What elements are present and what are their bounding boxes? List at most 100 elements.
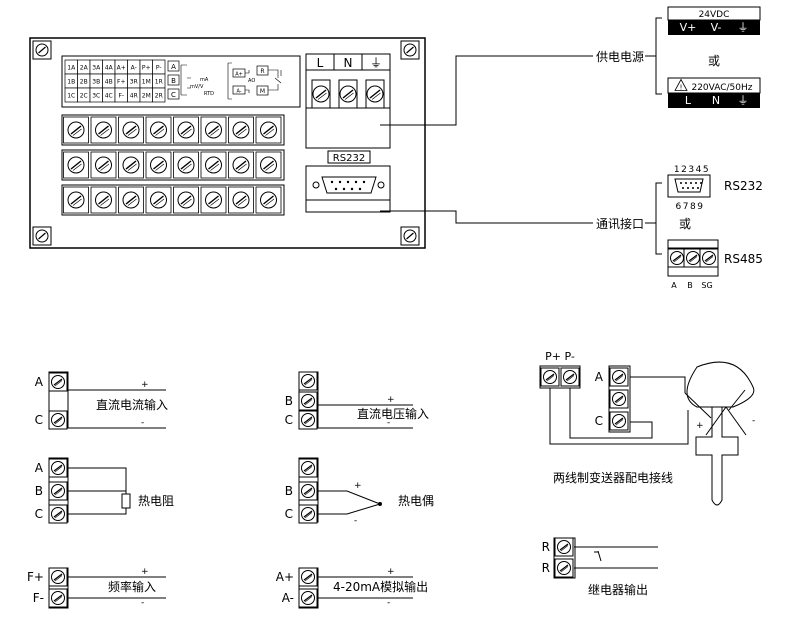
relay-label: R (260, 68, 264, 75)
grid-cell-label: 2C (80, 93, 88, 100)
screw-terminal-icon (67, 191, 85, 209)
dc-current-input-wiring: A C + - 直流电流输入 (35, 371, 168, 430)
grid-cell-label: P+ (142, 65, 151, 72)
polarity-plus: + (141, 567, 149, 577)
terminal-label: B (35, 484, 43, 498)
screw-terminal-icon (609, 389, 629, 409)
mount-screw-icon (32, 226, 52, 246)
polarity-minus: - (752, 416, 755, 426)
db9-pin-numbers: 6789 (676, 202, 705, 212)
screw-terminal-icon (177, 121, 195, 139)
analog-output-wiring: A+ A- + - 4-20mA模拟输出 (276, 567, 428, 609)
screw-terminal-icon (177, 191, 195, 209)
junction-icon (378, 502, 382, 506)
terminal-label: C (35, 413, 43, 427)
grid-cell-label: F- (118, 93, 124, 100)
mount-screw-icon (400, 226, 420, 246)
relay-label: M (260, 88, 265, 95)
screw-terminal-icon (609, 411, 629, 431)
polarity-minus: - (387, 598, 390, 608)
screw-terminal-icon (609, 367, 629, 387)
output-label: A- (236, 89, 241, 95)
screw-terminal-icon (177, 156, 195, 174)
rs232-port: RS232 (305, 150, 391, 213)
wiring-label: 频率输入 (108, 579, 156, 594)
terminal-label: F+ (27, 570, 44, 584)
screw-terminal-icon (232, 121, 250, 139)
comms-callout: 通讯接口 12345 6789 RS232 或 RS485 A B SG (596, 165, 763, 290)
rs485-terminal-label: SG (701, 281, 712, 290)
power-connector: L N ⏚ (305, 53, 391, 149)
screw-terminal-icon (699, 248, 719, 268)
grid-cell-label: F+ (117, 79, 125, 86)
comms-callout-label: 通讯接口 (596, 216, 644, 231)
screw-terminal-icon (554, 558, 574, 578)
wiring-label: 热电阻 (138, 494, 174, 508)
grid-cell-label: 4B (105, 79, 113, 86)
screw-terminal-icon (48, 504, 68, 524)
polarity-plus: + (387, 395, 395, 405)
input-type-box (167, 74, 180, 86)
polarity-plus: + (354, 481, 362, 491)
polarity-minus: - (141, 418, 144, 428)
screw-terminal-icon (48, 481, 68, 501)
wiring-label: 继电器输出 (588, 582, 648, 597)
screw-terminal-icon (48, 588, 68, 608)
screw-terminal-icon (48, 458, 68, 478)
input-type-box (167, 60, 180, 72)
grid-cell-label: 3C (92, 93, 100, 100)
screw-terminal-icon (298, 567, 318, 587)
dc-terminal-label: V+ (680, 21, 697, 34)
polarity-minus: - (387, 418, 390, 428)
rs485-terminal-label: A (671, 281, 677, 290)
screw-terminal-icon (67, 156, 85, 174)
power-terminal-label: N (344, 56, 353, 70)
screw-terminal-icon (339, 85, 357, 103)
screw-terminal-icon (554, 537, 574, 557)
ac-title: 220VAC/50Hz (691, 83, 752, 93)
input-type-labels: ABC (167, 60, 180, 100)
grid-cell-label: 3B (92, 79, 100, 86)
screw-terminal-icon (122, 156, 140, 174)
rs485-terminal-label: B (687, 281, 693, 290)
two-wire-transmitter-wiring: P+ P- A C + - 两线制变送器配电接线 (539, 350, 755, 506)
terminal-label: A- (282, 591, 294, 605)
callout-lines (380, 17, 662, 255)
polarity-minus: - (141, 598, 144, 608)
wiring-label: 热电偶 (398, 494, 434, 508)
terminal-label: A (35, 461, 44, 475)
terminal-label: A+ (276, 570, 294, 584)
or-label: 或 (708, 54, 720, 68)
screw-terminal-icon (48, 567, 68, 587)
dc-terminal-label: V- (711, 21, 722, 34)
wiring-label: 4-20mA模拟输出 (333, 579, 428, 594)
screw-terminal-icon (94, 191, 113, 209)
screw-terminal-icon (312, 85, 330, 103)
screw-terminal-icon (48, 410, 68, 430)
rs232-port-label: RS232 (333, 153, 365, 164)
transmitter-icon (686, 361, 755, 506)
terminal-label: A (35, 375, 44, 389)
polarity-plus: + (696, 421, 704, 431)
terminal-label: C (35, 507, 43, 521)
dc-terminal-label: ⏚ (738, 21, 749, 34)
screw-terminal-icon (298, 458, 318, 478)
frequency-input-wiring: F+ F- + - 频率输入 (27, 567, 166, 609)
or-label: 或 (679, 217, 691, 231)
warning-icon (674, 78, 688, 91)
rs232-label: RS232 (724, 179, 763, 193)
terminal-label: C (285, 507, 293, 521)
ac-terminal-label: L (685, 94, 692, 107)
screw-terminal-icon (259, 191, 278, 209)
wiring-label: 直流电流输入 (96, 397, 168, 412)
grid-cell-label: 4A (105, 65, 114, 72)
grid-cell-label: 1B (67, 79, 75, 86)
mount-screw-icon (32, 40, 52, 60)
grid-cell-label: 1M (142, 79, 151, 86)
resistor-icon (121, 493, 131, 509)
signal-label: mV/V (190, 84, 204, 90)
input-type-label: B (171, 77, 176, 85)
input-type-box (167, 88, 180, 100)
